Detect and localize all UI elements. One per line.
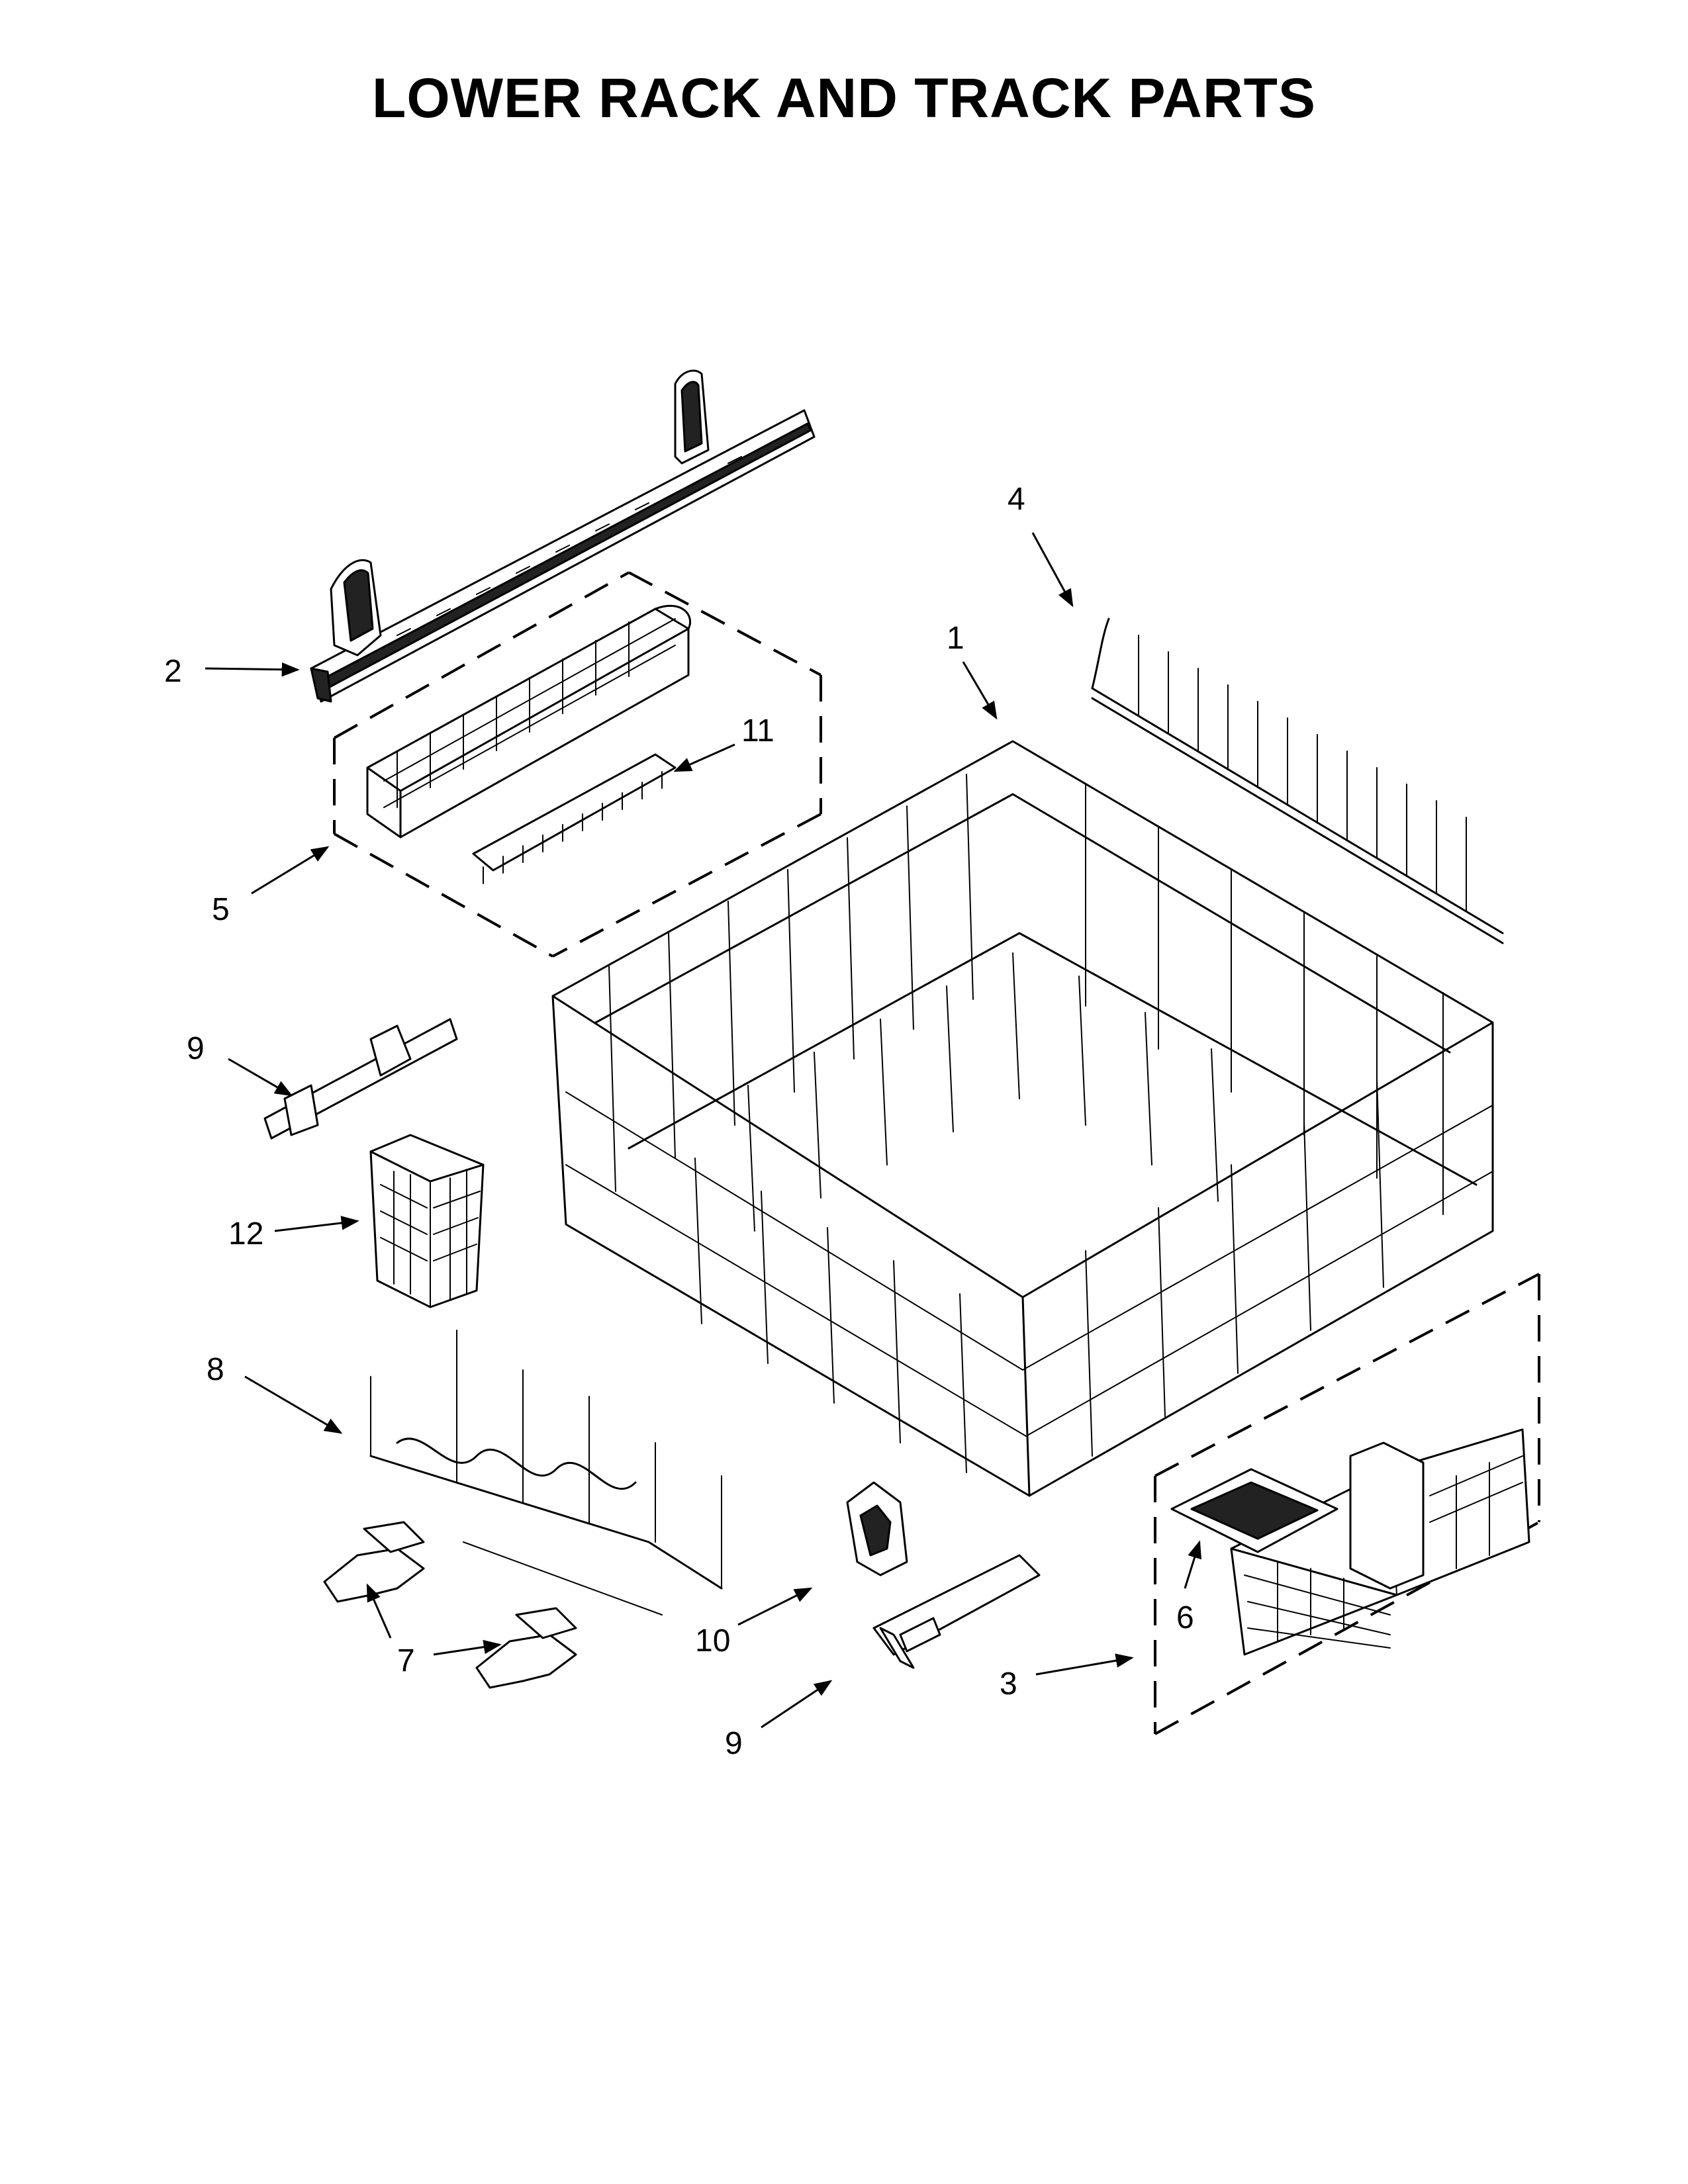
part-9-wheel-clip-lower: [872, 1554, 1041, 1669]
part-5-group-dashed-outline: [333, 571, 822, 958]
callout-9-upper: 9: [187, 1031, 205, 1066]
callout-5: 5: [212, 892, 230, 927]
callout-6: 6: [1176, 1600, 1194, 1635]
part-3-silverware-basket: [1230, 1428, 1530, 1656]
callout-12: 12: [228, 1216, 263, 1251]
callout-11: 11: [741, 713, 774, 749]
part-2-track-rail: [310, 369, 816, 703]
part-12-small-basket: [369, 1134, 485, 1308]
part-11-tine-row: [472, 753, 677, 884]
callout-4: 4: [1008, 482, 1025, 517]
part-3-group-dashed-outline: [1154, 1273, 1540, 1735]
callout-1: 1: [947, 621, 964, 656]
part-10-bracket: [846, 1481, 908, 1576]
part-6-basket-lid: [1170, 1468, 1338, 1553]
callout-8: 8: [207, 1352, 224, 1387]
part-4-tine-row: [1091, 617, 1504, 944]
part-1-lower-rack: [551, 740, 1494, 1497]
part-8-wire-shelf: [369, 1330, 723, 1615]
callout-7: 7: [397, 1643, 415, 1678]
callout-9-lower: 9: [725, 1726, 743, 1761]
callout-2: 2: [164, 654, 182, 689]
part-7-clips: [323, 1521, 577, 1689]
part-5-basket: [366, 604, 691, 839]
callout-leaders: [205, 532, 1202, 1729]
page-title: LOWER RACK AND TRACK PARTS: [372, 67, 1316, 129]
callout-10: 10: [695, 1623, 730, 1659]
part-9-wheel-clip-upper: [263, 1018, 458, 1140]
callout-3: 3: [1000, 1666, 1017, 1702]
